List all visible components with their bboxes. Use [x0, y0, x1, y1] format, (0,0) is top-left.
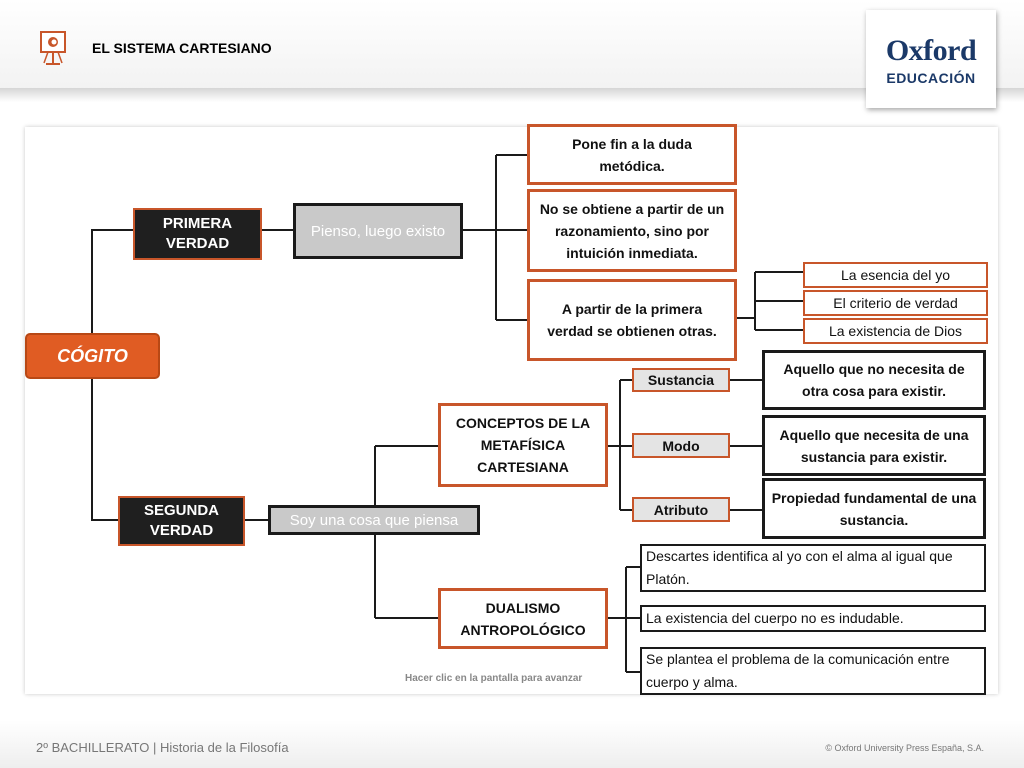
advance-hint: Hacer clic en la pantalla para avanzar: [405, 673, 583, 684]
dualismo-point-2: La existencia del cuerpo no es indudable…: [640, 605, 986, 632]
dualismo-point-1: Descartes identifica al yo con el alma a…: [640, 544, 986, 592]
definition-sustancia: Aquello que no necesita de otra cosa par…: [762, 350, 986, 410]
oxford-logo-sub: EDUCACIÓN: [886, 70, 976, 86]
dualismo-antropologico-node: DUALISMO ANTROPOLÓGICO: [438, 588, 608, 649]
derived-existencia-dios: La existencia de Dios: [803, 318, 988, 344]
conceptos-metafisica-node: CONCEPTOS DE LA METAFÍSICA CARTESIANA: [438, 403, 608, 487]
primera-point-3: A partir de la primera verdad se obtiene…: [527, 279, 737, 361]
derived-esencia-yo: La esencia del yo: [803, 262, 988, 288]
segunda-verdad-node: SEGUNDA VERDAD: [118, 496, 245, 546]
definition-modo: Aquello que necesita de una sustancia pa…: [762, 415, 986, 476]
primera-point-1: Pone fin a la duda metódica.: [527, 124, 737, 185]
footer-course: 2º BACHILLERATO | Historia de la Filosof…: [36, 740, 289, 755]
header-band: [0, 0, 1024, 92]
primera-point-2: No se obtiene a partir de un razonamient…: [527, 189, 737, 272]
derived-criterio-verdad: El criterio de verdad: [803, 290, 988, 316]
page-title: EL SISTEMA CARTESIANO: [92, 40, 272, 56]
oxford-logo: Oxford EDUCACIÓN: [866, 10, 996, 108]
soy-una-cosa-que-piensa-node: Soy una cosa que piensa: [268, 505, 480, 535]
pienso-luego-existo-node: Pienso, luego existo: [293, 203, 463, 259]
oxford-logo-word: Oxford: [885, 34, 977, 67]
cogito-node: CÓGITO: [25, 333, 160, 379]
term-modo: Modo: [632, 433, 730, 458]
definition-atributo: Propiedad fundamental de una sustancia.: [762, 478, 986, 539]
footer-copyright: © Oxford University Press España, S.A.: [825, 743, 984, 753]
header-shadow: [0, 88, 1024, 102]
footer-band: [0, 720, 1024, 768]
presentation-icon: [40, 31, 66, 65]
primera-verdad-node: PRIMERA VERDAD: [133, 208, 262, 260]
dualismo-point-3: Se plantea el problema de la comunicació…: [640, 647, 986, 695]
term-sustancia: Sustancia: [632, 368, 730, 392]
term-atributo: Atributo: [632, 497, 730, 522]
